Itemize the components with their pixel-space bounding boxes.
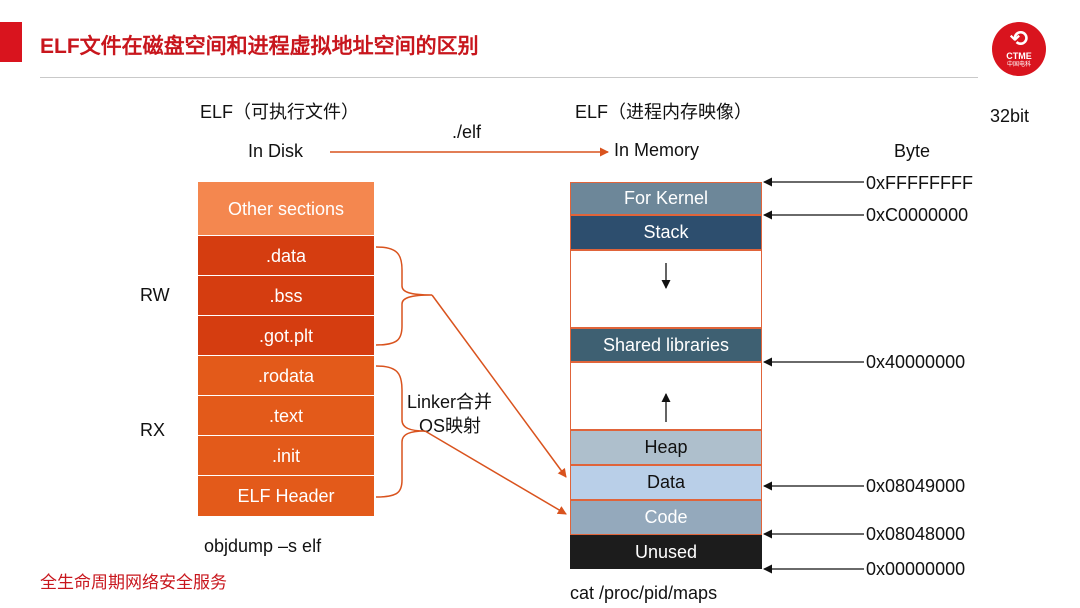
memory-caption: cat /proc/pid/maps bbox=[570, 583, 718, 603]
rw-brace bbox=[375, 246, 433, 346]
mem-section-unused: Unused bbox=[570, 535, 762, 569]
disk-section-text: .text bbox=[198, 396, 374, 436]
os-map-label: OS映射 bbox=[419, 416, 482, 436]
address-c0000000: 0xC0000000 bbox=[866, 205, 969, 225]
disk-section-data: .data bbox=[198, 236, 374, 276]
mem-section-heap: Heap bbox=[570, 430, 762, 465]
disk-section-init: .init bbox=[198, 436, 374, 476]
ctme-logo: ⟲ CTME 中国电科 bbox=[992, 22, 1046, 76]
disk-section-got-plt: .got.plt bbox=[198, 316, 374, 356]
address-08049000: 0x08049000 bbox=[866, 476, 966, 496]
address-ffffffff: 0xFFFFFFFF bbox=[866, 173, 973, 193]
disk-subheading: In Disk bbox=[248, 141, 304, 161]
mem-section-stack: Stack bbox=[570, 215, 762, 250]
unit-label: Byte bbox=[894, 141, 931, 161]
mem-section-shared-libraries: Shared libraries bbox=[570, 328, 762, 362]
page-title: ELF文件在磁盘空间和进程虚拟地址空间的区别 bbox=[40, 35, 479, 58]
mem-section-code: Code bbox=[570, 500, 762, 535]
logo-brand: CTME bbox=[1006, 51, 1032, 61]
logo-mark-icon: ⟲ bbox=[1009, 26, 1029, 51]
rx-label: RX bbox=[140, 420, 166, 440]
disk-section-elf-header: ELF Header bbox=[198, 476, 374, 516]
memory-heading: ELF（进程内存映像） bbox=[575, 102, 753, 122]
arch-label: 32bit bbox=[990, 106, 1030, 126]
disk-section-bss: .bss bbox=[198, 276, 374, 316]
memory-subheading: In Memory bbox=[614, 140, 700, 160]
footer-slogan: 全生命周期网络安全服务 bbox=[40, 573, 227, 592]
disk-heading: ELF（可执行文件） bbox=[200, 102, 360, 122]
title-divider bbox=[40, 77, 978, 78]
linker-label: Linker合并 bbox=[407, 392, 493, 412]
address-40000000: 0x40000000 bbox=[866, 352, 966, 372]
disk-section-rodata: .rodata bbox=[198, 356, 374, 396]
exec-arrow-label: ./elf bbox=[452, 122, 482, 142]
disk-caption: objdump –s elf bbox=[204, 536, 322, 556]
mem-section-data: Data bbox=[570, 465, 762, 500]
rw-label: RW bbox=[140, 285, 170, 305]
address-00000000: 0x00000000 bbox=[866, 559, 966, 579]
rw-to-data-arrow bbox=[431, 294, 567, 478]
title-accent-bar bbox=[0, 22, 22, 62]
mem-section-kernel: For Kernel bbox=[570, 182, 762, 215]
disk-section-other: Other sections bbox=[198, 182, 374, 236]
logo-subtext: 中国电科 bbox=[1006, 62, 1031, 68]
rx-to-code-arrow bbox=[424, 430, 567, 515]
address-08048000: 0x08048000 bbox=[866, 524, 966, 544]
rx-brace bbox=[375, 365, 426, 498]
